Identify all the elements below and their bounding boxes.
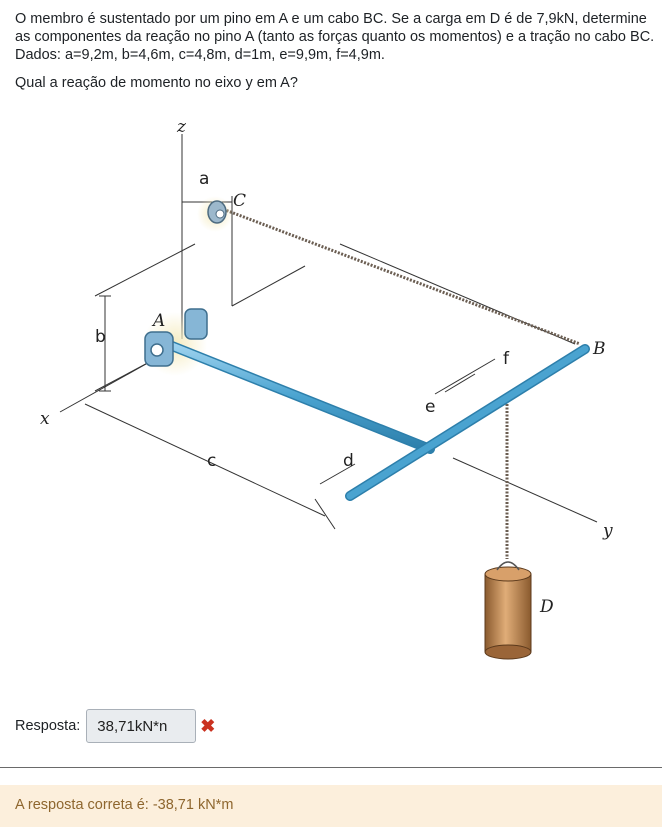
support-c [207,200,227,224]
answer-label: Resposta: [15,718,81,734]
member-abe [162,339,590,501]
support-a [144,308,208,367]
dim-e: e [425,397,435,417]
structure-figure: z x y A B C D a b c d e f [40,117,613,660]
cable-bc [219,206,581,346]
label-d-point: D [539,597,554,617]
divider [0,767,662,768]
label-x: x [40,409,50,429]
correct-answer-feedback: A resposta correta é: -38,71 kN*m [0,785,662,827]
label-c-point: C [233,191,246,211]
answer-row: Resposta: 38,71kN*n ✖ [15,707,215,745]
dim-f: f [503,349,510,369]
y-axis [452,457,598,523]
dim-b: b [95,327,106,347]
label-b-point: B [592,339,606,359]
dim-d: d [343,451,354,471]
axes [59,134,598,530]
weight-d [484,561,532,660]
dim-c: c [207,451,216,471]
question-text: O membro é sustentado por um pino em A e… [15,10,655,92]
answer-input[interactable]: 38,71kN*n [86,709,197,743]
question-ask: Qual a reação de momento no eixo y em A? [15,75,298,91]
label-z: z [176,117,187,137]
cross-icon: ✖ [200,716,216,736]
label-y: y [602,521,613,541]
dim-a: a [199,169,209,189]
question-statement: O membro é sustentado por um pino em A e… [15,11,655,63]
label-a-point: A [151,311,165,331]
